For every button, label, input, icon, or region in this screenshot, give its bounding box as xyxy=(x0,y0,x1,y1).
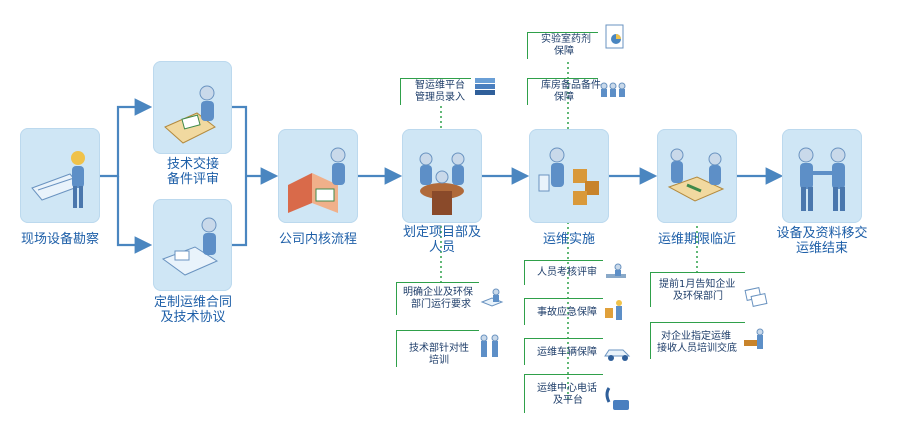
internal-illustration xyxy=(288,147,346,213)
server-stack-icon xyxy=(475,78,495,95)
step-internal-process xyxy=(278,129,358,223)
label-deadline: 运维期限临近 xyxy=(657,232,736,247)
note-vehicle-support: 运维车辆保障 xyxy=(524,338,603,365)
meeting-icon xyxy=(480,288,504,307)
label-internal-process: 公司内核流程 xyxy=(278,232,357,247)
label-project-team: 划定项目部及 人员 xyxy=(402,225,481,255)
note-warehouse-spares: 库房备品备件 保障 xyxy=(527,78,601,105)
note-tech-training: 技术部针对性 培训 xyxy=(396,330,479,367)
arrow-survey-branch xyxy=(100,98,153,178)
trainer-icon xyxy=(744,328,764,349)
note-advance-notice: 提前1月告知企业 及环保部门 xyxy=(650,272,745,307)
note-staff-assessment: 人员考核评审 xyxy=(524,260,603,285)
step-project-team xyxy=(402,129,482,223)
spare-parts-icon xyxy=(600,82,626,97)
label-implementation: 运维实施 xyxy=(542,232,595,247)
survey-illustration xyxy=(31,151,85,208)
team-illustration xyxy=(419,152,465,215)
label-handover-end: 设备及资料移交 运维结束 xyxy=(776,226,868,256)
note-lab-reagent: 实验室药剂 保障 xyxy=(527,32,598,59)
note-emergency-support: 事故应急保障 xyxy=(524,298,603,325)
step-implementation xyxy=(529,129,609,223)
note-platform-entry: 智运维平台 管理员录入 xyxy=(400,78,471,105)
emergency-worker-icon xyxy=(605,300,622,320)
step-contract xyxy=(153,199,232,291)
label-site-survey: 现场设备勘察 xyxy=(20,232,99,247)
step-tech-handover xyxy=(153,61,232,154)
phone-icon xyxy=(605,387,629,410)
car-icon xyxy=(604,349,631,361)
documents-icon xyxy=(744,287,768,307)
step-site-survey xyxy=(20,128,100,223)
deadline-illustration xyxy=(667,148,725,202)
handshake-illustration xyxy=(798,147,846,211)
trainees-icon xyxy=(480,334,499,357)
step-deadline xyxy=(657,129,737,223)
contract-illustration xyxy=(161,217,219,276)
handover-illustration xyxy=(164,85,216,144)
arrow-survey-contract xyxy=(116,176,153,254)
desk-worker-icon xyxy=(606,263,626,278)
label-contract: 定制运维合同 及技术协议 xyxy=(153,295,232,325)
note-call-center: 运维中心电话 及平台 xyxy=(524,374,603,413)
implementation-illustration xyxy=(538,147,599,205)
note-receiver-training: 对企业指定运维 接收人员培训交底 xyxy=(650,322,745,359)
note-enterprise-requirements: 明确企业及环保 部门运行要求 xyxy=(396,282,479,315)
report-chart-icon xyxy=(605,24,624,49)
step-handover-end xyxy=(782,129,862,223)
label-tech-handover: 技术交接 备件评审 xyxy=(166,157,219,187)
